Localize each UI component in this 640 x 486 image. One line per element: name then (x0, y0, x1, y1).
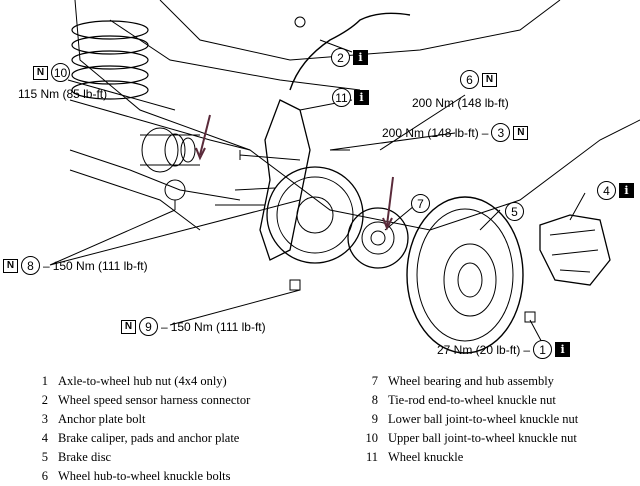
callout-number: 4 (597, 181, 616, 200)
callout-number: 6 (460, 70, 479, 89)
callout-8: N 8 – 150 Nm (111 lb-ft) (3, 256, 148, 275)
bolt-6a (234, 187, 276, 191)
callout-1: 27 Nm (20 lb-ft) – 1 i (437, 340, 571, 359)
callout-2: 2 i (331, 48, 368, 67)
frame-outline (74, 0, 640, 231)
info-icon: i (555, 342, 571, 357)
callout-5: 5 (505, 202, 524, 221)
leader-lines (49, 39, 586, 349)
callout-number: 3 (491, 123, 511, 142)
callout-number: 11 (332, 88, 351, 107)
torque-value: 200 Nm (148 lb-ft) (382, 125, 479, 140)
arrow-2 (386, 176, 394, 226)
callout-10: N 10 (33, 63, 70, 82)
lower-control-arm (69, 149, 241, 201)
callout-6: 6 N (460, 70, 497, 89)
backing-plate (266, 166, 364, 264)
arrow-1 (199, 114, 211, 156)
info-icon: i (353, 50, 368, 65)
callout-number: 2 (331, 48, 350, 67)
info-icon: i (619, 183, 634, 198)
new-part-icon: N (3, 258, 18, 273)
brake-disc (406, 196, 524, 354)
callout-11: 11 i (332, 88, 369, 107)
torque-value: 27 Nm (20 lb-ft) (437, 342, 521, 357)
new-part-icon: N (121, 319, 136, 334)
wheel-knuckle (259, 99, 311, 261)
callout-7: 7 (411, 194, 430, 213)
cv-boot (140, 127, 200, 173)
new-part-icon: N (513, 125, 529, 140)
callout-number: 1 (533, 340, 553, 359)
torque-value: 150 Nm (111 lb-ft) (52, 258, 148, 273)
callout-number: 5 (505, 202, 524, 221)
callout-3: 200 Nm (148 lb-ft) – 3 N (382, 123, 529, 142)
torque-value: 200 Nm (148 lb-ft) (412, 96, 509, 110)
info-icon: i (354, 90, 369, 105)
callout-number: 10 (51, 63, 70, 82)
upper-control-arm (69, 99, 251, 151)
brake-caliper (539, 214, 611, 286)
torque-label-6: 200 Nm (148 lb-ft) (412, 96, 509, 110)
torque-label-10: 115 Nm (85 lb-ft) (18, 87, 107, 101)
sensor-harness (289, 12, 411, 91)
coil-spring (71, 20, 149, 100)
new-part-icon: N (33, 65, 48, 80)
torque-value: 150 Nm (111 lb-ft) (170, 319, 266, 334)
new-part-icon: N (482, 72, 497, 87)
torque-value: 115 Nm (85 lb-ft) (18, 87, 108, 101)
callout-number: 7 (411, 194, 430, 213)
callout-number: 8 (21, 256, 40, 275)
callout-4: 4 i (597, 181, 634, 200)
hub-bearing (347, 207, 409, 269)
callout-number: 9 (139, 317, 158, 336)
callout-9: N 9 – 150 Nm (111 lb-ft) (121, 317, 266, 336)
bolt-3 (239, 150, 301, 161)
